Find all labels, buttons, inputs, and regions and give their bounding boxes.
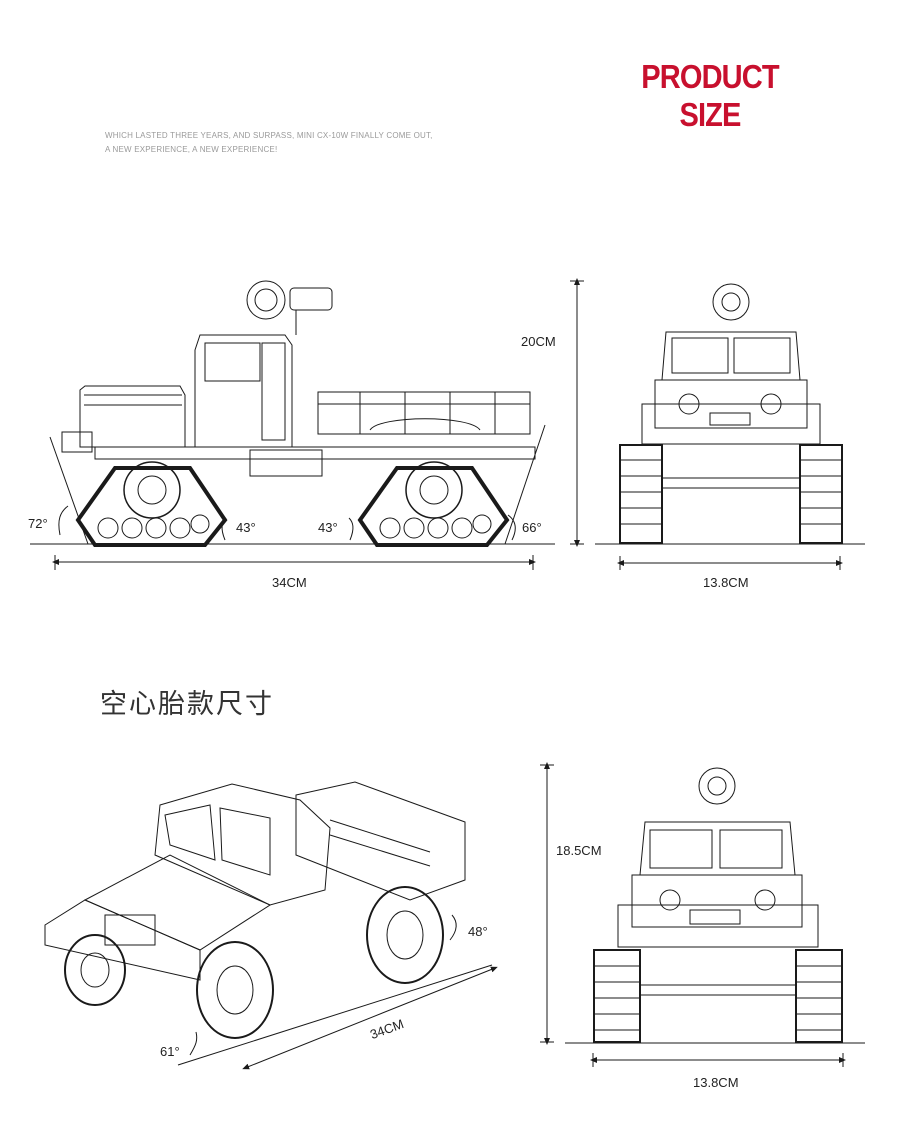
angle-arc-43a [221, 517, 227, 541]
angle-arc-72 [58, 505, 69, 536]
left-track [619, 444, 663, 544]
front-width-label: 13.8CM [703, 575, 749, 590]
hollow-tire-perspective-view [44, 781, 498, 1070]
length-label: 34CM [272, 575, 307, 590]
angle-label-43-front: 43° [236, 520, 256, 535]
rear-right-wheel [366, 886, 444, 984]
perspective-length-line [242, 966, 498, 1070]
perspective-hood [83, 854, 272, 951]
angle-arc-66 [507, 514, 516, 541]
front-bumper [61, 431, 93, 453]
angle-arc-61 [189, 1031, 198, 1056]
section-title: 空心胎款尺寸 [100, 689, 274, 720]
perspective-bumper [44, 899, 201, 981]
angle-label-43-rear: 43° [318, 520, 338, 535]
perspective-cab [154, 783, 331, 906]
side-box [249, 449, 323, 477]
tagline-line-1: WHICH LASTED THREE YEARS, AND SURPASS, M… [105, 131, 433, 140]
front-searchlight [712, 283, 750, 321]
cab-window [204, 342, 261, 382]
angle-label-72: 72° [28, 516, 48, 531]
rear-track [357, 466, 510, 547]
front-left-wheel [64, 934, 126, 1006]
hollow-height-label: 18.5CM [556, 843, 602, 858]
right-track [799, 444, 843, 544]
angle-label-61: 61° [160, 1044, 180, 1059]
front-track [75, 466, 228, 547]
tracked-truck-front-view [595, 283, 865, 570]
cargo-bed [317, 391, 531, 435]
hollow-width-label: 13.8CM [693, 1075, 739, 1090]
departure-line [504, 424, 546, 545]
height-label: 20CM [521, 334, 556, 349]
searchlight [246, 280, 286, 320]
angle-label-48: 48° [468, 924, 488, 939]
hollow-tire-front-view [540, 762, 865, 1067]
front-right-wheel [196, 941, 274, 1039]
cab [194, 334, 293, 448]
angle-arc-48 [449, 914, 457, 941]
page-title: PRODUCT SIZE [641, 58, 779, 133]
perspective-bed [295, 781, 466, 901]
tagline-line-2: A NEW EXPERIENCE, A NEW EXPERIENCE! [105, 145, 278, 154]
tracked-truck-side-view [30, 278, 584, 570]
angle-arc-43b [348, 517, 354, 541]
angle-label-66: 66° [522, 520, 542, 535]
hood [79, 385, 186, 448]
